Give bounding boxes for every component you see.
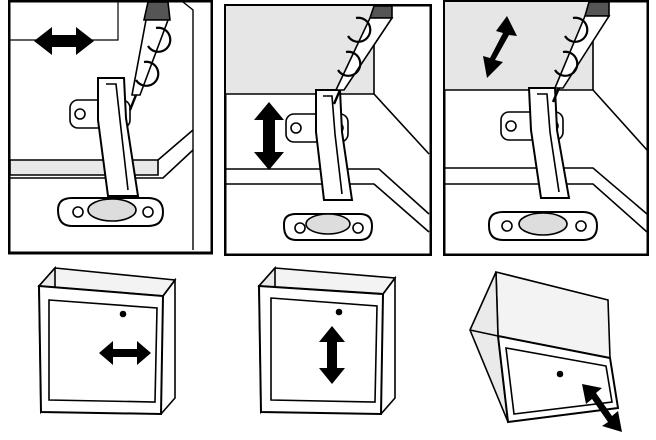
hinge-panel-height-adjustment [224,4,432,256]
cabinet-height-adjustment [255,266,405,418]
hinge-panel-depth-adjustment [443,0,649,256]
double-arrow-vertical-icon [479,14,519,80]
double-arrow-horizontal-icon [32,24,96,58]
cabinet-side-adjustment [35,266,185,418]
double-arrow-diagonal-icon [580,382,624,434]
cabinet-depth-adjustment [468,270,638,438]
hinge-screwdriver-icon [443,0,649,256]
hinge-panel-side-adjustment [8,0,213,255]
double-arrow-vertical-icon [317,324,347,386]
double-arrow-vertical-icon [252,100,286,172]
double-arrow-horizontal-icon [97,338,153,368]
